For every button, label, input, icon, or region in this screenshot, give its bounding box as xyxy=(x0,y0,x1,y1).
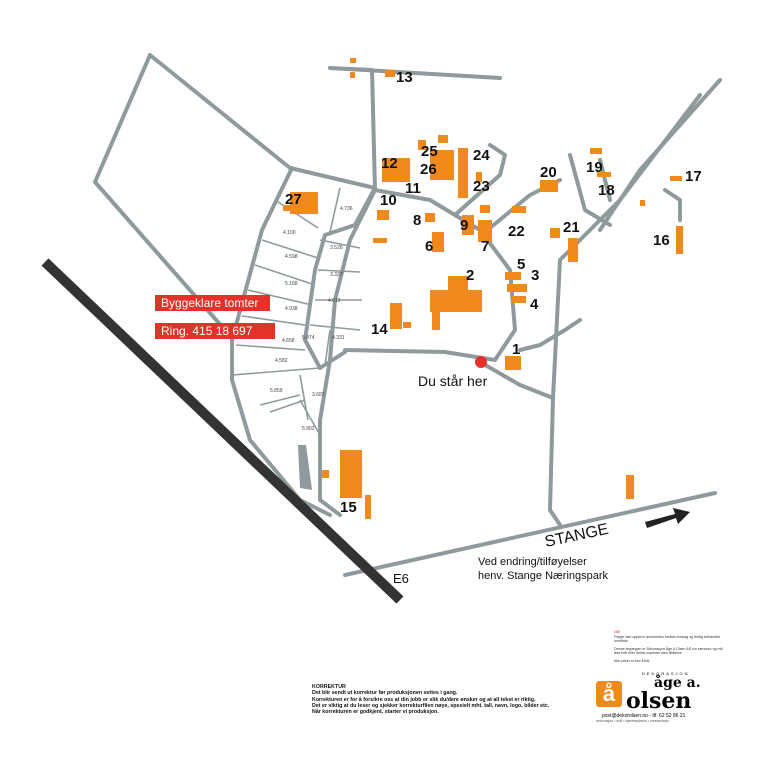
korrektur-line: Korrekturen er for å forsikre oss at din… xyxy=(312,696,536,703)
building-number-8: 8 xyxy=(413,212,421,229)
plot-size-label: 4.100 xyxy=(283,230,296,236)
building-number-20: 20 xyxy=(540,164,557,181)
highway-e6 xyxy=(41,258,404,604)
plot-size-label: 5.168 xyxy=(285,281,298,287)
building-number-25: 25 xyxy=(421,143,438,160)
building-number-26: 26 xyxy=(420,161,437,178)
building-number-10: 10 xyxy=(380,192,397,209)
buildings xyxy=(283,58,683,519)
notice-line: Alle priser er eks MVA. xyxy=(614,658,651,663)
building-number-27: 27 xyxy=(285,191,302,208)
road-main-loop xyxy=(318,188,377,517)
logo-contact: post@dekorolsen.no - tlf. 62 52 86 21 xyxy=(602,713,686,719)
building-number-16: 16 xyxy=(653,232,670,249)
plot-size-label: 4.331 xyxy=(332,335,345,341)
korrektur-line: Det blir sendt ut korrektur før produksj… xyxy=(312,690,458,697)
building-number-2: 2 xyxy=(466,267,474,284)
building-number-19: 19 xyxy=(586,159,603,176)
you-are-here-marker xyxy=(475,356,487,368)
building-number-14: 14 xyxy=(371,321,388,338)
direction-arrow-icon xyxy=(645,508,690,528)
road-outline xyxy=(93,53,234,340)
note-line2: henv. Stange Næringspark xyxy=(478,570,609,582)
notice-nb: NB! xyxy=(614,630,620,634)
plot-size-label: 4.938 xyxy=(285,306,298,312)
building-number-7: 7 xyxy=(481,238,489,255)
plot-sizes: 4.736 4.100 3.528 4.598 3.327 5.168 4.012 4.938… xyxy=(270,206,353,432)
logo-tagline: dekorasjon • skilt • kjøretøydekor • mes… xyxy=(596,719,669,723)
plot-size-label: 5.859 xyxy=(270,388,283,394)
korrektur-line: Det er viktig at du leser og sjekker kor… xyxy=(312,702,550,709)
building-number-15: 15 xyxy=(340,499,357,516)
building-number-24: 24 xyxy=(473,147,490,164)
road-south xyxy=(548,396,562,527)
plot-size-label: 3.327 xyxy=(330,272,343,278)
building-number-13: 13 xyxy=(396,69,413,86)
you-are-here-label: Du står her xyxy=(418,373,488,389)
korrektur-block: KORREKTUR Det blir sendt ut korrektur fø… xyxy=(312,684,582,715)
building-number-18: 18 xyxy=(598,182,615,199)
road-stange xyxy=(343,491,717,577)
green-strip xyxy=(298,445,312,490)
road-north xyxy=(328,66,502,192)
building-number-6: 6 xyxy=(425,238,433,255)
logo-small: DEKORASJON xyxy=(642,671,690,676)
plot-size-label: 5.874 xyxy=(302,335,315,341)
road-16 xyxy=(663,188,682,222)
plot-size-label: 3.687 xyxy=(312,392,325,398)
building-number-3: 3 xyxy=(531,267,539,284)
road-outline-top xyxy=(148,53,377,190)
logo-name1: åge a. xyxy=(654,675,701,691)
building-number-17: 17 xyxy=(685,168,702,185)
notice-block: NB! Farger kan oppleve annerledes mellom… xyxy=(614,630,726,663)
building-number-4: 4 xyxy=(530,296,539,313)
note-line1: Ved endring/tilføyelser xyxy=(478,556,587,568)
company-logo: å DEKORASJON åge a. olsen post@dekorolse… xyxy=(596,671,731,725)
ad-byggeklare-tomter: Byggeklare tomter xyxy=(155,295,270,311)
plot-size-label: 4.658 xyxy=(282,338,295,344)
road-22 xyxy=(453,143,507,217)
korrektur-title: KORREKTUR xyxy=(312,684,346,690)
notice-line: Denne tegningen er Dekorasjon Åge A Olse… xyxy=(614,646,723,656)
building-number-9: 9 xyxy=(460,217,468,234)
road-18 xyxy=(568,153,612,227)
building-number-5: 5 xyxy=(517,256,525,273)
plot-size-label: 4.736 xyxy=(340,206,353,212)
building-number-11: 11 xyxy=(405,180,421,197)
plot-size-label: 3.528 xyxy=(330,245,343,251)
logo-name2: olsen xyxy=(626,688,692,714)
building-number-22: 22 xyxy=(508,223,525,240)
plot-size-label: 4.582 xyxy=(275,358,288,364)
ad-phone: Ring. 415 18 697 xyxy=(155,323,275,339)
korrektur-line: Når korrekturen er godkjent, starter vi … xyxy=(312,709,439,716)
building-number-23: 23 xyxy=(473,178,490,195)
plot-size-label: 5.902 xyxy=(302,426,315,432)
plot-size-label: 4.012 xyxy=(328,298,341,304)
logo-mark: å xyxy=(596,681,622,707)
notice-line: Farger kan oppleve annerledes mellom for… xyxy=(614,634,720,644)
building-number-12: 12 xyxy=(381,155,398,172)
plot-size-label: 4.598 xyxy=(285,254,298,260)
building-number-1: 1 xyxy=(512,341,520,358)
road-east-branch xyxy=(518,318,582,352)
road-19 xyxy=(598,158,612,202)
road-subdivision-west xyxy=(230,166,332,517)
road-label-e6: E6 xyxy=(393,571,409,586)
building-number-21: 21 xyxy=(563,219,580,236)
road-ne xyxy=(598,78,722,232)
